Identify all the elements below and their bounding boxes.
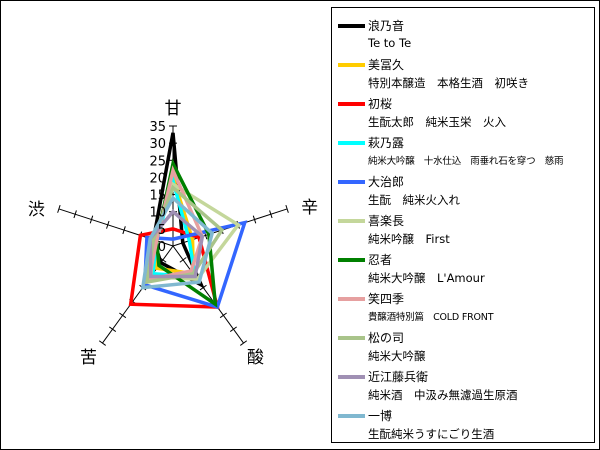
axis-tick-2-35 — [240, 340, 248, 346]
legend-swatch — [338, 102, 365, 106]
legend-swatch — [338, 219, 365, 223]
legend-swatch — [338, 141, 365, 145]
axis-tick-4-20 — [106, 220, 110, 229]
legend-series-name: 近江藤兵衛 — [368, 370, 429, 384]
axis-label-3: 苦 — [80, 348, 97, 368]
legend-swatch — [338, 258, 365, 262]
legend-series-subtitle: 生酛太郎 純米玉栄 火入 — [368, 115, 506, 129]
legend-item: 松の司純米大吟醸 — [332, 324, 594, 363]
legend-swatch — [338, 63, 365, 67]
legend-series-name: 大治郎 — [368, 175, 405, 189]
series-line-2 — [128, 227, 220, 309]
axis-tick-4-35 — [57, 204, 61, 213]
axis-tick-2-30 — [229, 326, 237, 332]
series-line-10 — [140, 195, 215, 290]
legend-series-name: 忍者 — [368, 253, 393, 267]
legend-item: 忍者純米大吟醸 L'Amour — [332, 246, 594, 285]
legend-swatch — [338, 24, 365, 28]
legend-series-subtitle: 純米大吟醸 — [368, 349, 426, 363]
axis-tick-1-25 — [252, 215, 257, 224]
legend-item: 浪乃音 Te to Te — [332, 12, 594, 51]
legend-series-subtitle: 生酛 純米火入れ — [368, 193, 460, 207]
legend-item: 近江藤兵衛純米酒 中汲み無濾過生原酒 — [332, 363, 594, 402]
radial-tick-label: 20 — [149, 171, 166, 186]
radial-tick-label: 5 — [158, 223, 166, 238]
legend-series-subtitle: Te to Te — [368, 36, 412, 50]
radial-tick-label: 0 — [158, 240, 166, 255]
axis-label-1: 辛 — [301, 198, 318, 218]
axis-tick-1-35 — [285, 204, 289, 213]
legend-swatch — [338, 180, 365, 184]
legend-series-name: 萩乃露 — [368, 136, 405, 150]
legend-series-name: 浪乃音 — [368, 19, 405, 33]
legend-item: 笑四季貴醸酒特別篇 COLD FRONT — [332, 285, 594, 324]
legend-swatch — [338, 414, 365, 418]
legend-series-name: 初桜 — [368, 97, 393, 111]
radial-tick-label: 15 — [149, 189, 166, 204]
legend-series-subtitle: 純米大吟醸 L'Amour — [368, 271, 485, 285]
axis-tick-4-25 — [89, 215, 94, 224]
axis-tick-3-30 — [109, 326, 117, 332]
legend-item: 萩乃露純米大吟醸 十水仕込 雨垂れ石を穿つ 慈雨 — [332, 129, 594, 168]
axis-tick-3-35 — [98, 340, 106, 346]
legend-item: 大治郎生酛 純米火入れ — [332, 168, 594, 207]
radial-tick-label: 10 — [149, 206, 166, 221]
legend-series-name: 美冨久 — [368, 58, 405, 72]
legend-item: 一博生酛純米うすにごり生酒 — [332, 402, 594, 441]
axis-line-2 — [172, 245, 244, 344]
axis-tick-4-15 — [122, 226, 126, 235]
axis-tick-2-5 — [179, 257, 187, 263]
axis-tick-1-30 — [269, 210, 273, 219]
legend-item: 初桜生酛太郎 純米玉栄 火入 — [332, 90, 594, 129]
legend-series-name: 喜楽長 — [368, 214, 405, 228]
radial-tick-label: 30 — [149, 137, 166, 152]
legend-series-name: 松の司 — [368, 331, 405, 345]
legend-item: 美冨久特別本醸造 本格生酒 初咲き — [332, 51, 594, 90]
legend-series-subtitle: 貴醸酒特別篇 COLD FRONT — [368, 312, 494, 323]
axis-tick-3-25 — [119, 312, 127, 319]
radial-tick-label: 25 — [149, 154, 166, 169]
legend-swatch — [338, 297, 365, 301]
legend-series-name: 一博 — [368, 409, 393, 423]
legend-swatch — [338, 336, 365, 340]
legend-series-subtitle: 純米吟醸 First — [368, 232, 450, 246]
legend-series-subtitle: 特別本醸造 本格生酒 初咲き — [368, 76, 529, 90]
axis-tick-4-30 — [73, 210, 77, 219]
radial-tick-label: 35 — [149, 120, 166, 135]
legend-series-subtitle: 生酛純米うすにごり生酒 — [368, 427, 495, 441]
axis-label-0: 甘 — [165, 99, 182, 119]
legend-series-subtitle: 純米酒 中汲み無濾過生原酒 — [368, 388, 518, 402]
legend-swatch — [338, 375, 365, 379]
axis-tick-2-25 — [219, 312, 227, 319]
legend-item: 喜楽長純米吟醸 First — [332, 207, 594, 246]
legend-series-subtitle: 純米大吟醸 十水仕込 雨垂れ石を穿つ 慈雨 — [368, 156, 564, 167]
axis-label-2: 酸 — [247, 348, 264, 368]
axis-label-4: 渋 — [28, 200, 45, 220]
legend-series-name: 笑四季 — [368, 292, 405, 306]
